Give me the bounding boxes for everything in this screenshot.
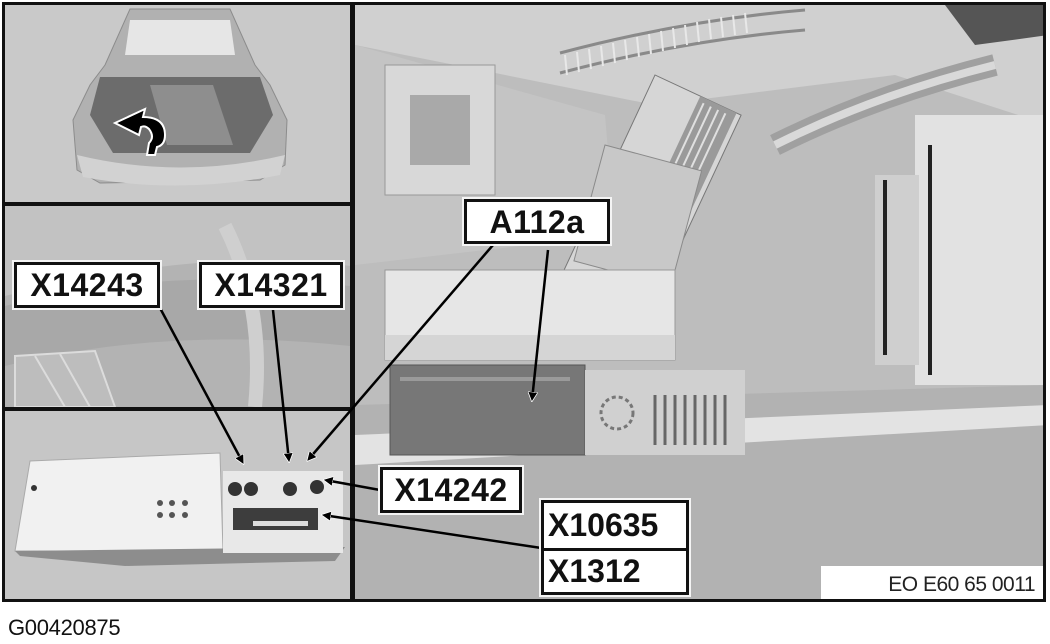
connector-x14242 — [310, 480, 324, 494]
connector-x14321 — [283, 482, 297, 496]
inset-control-unit-closeup — [5, 407, 350, 599]
inset-divider — [350, 5, 355, 599]
callout-x10635-x1312: X10635 X1312 — [541, 500, 689, 595]
callout-x14321: X14321 — [199, 262, 343, 308]
vehicle-rear-open-trunk-illustration — [5, 5, 350, 202]
callout-x14242: X14242 — [380, 467, 522, 513]
callout-x10635: X10635 — [548, 506, 659, 543]
figure-id: G00420875 — [8, 615, 121, 640]
callout-x14243: X14243 — [14, 262, 160, 308]
callout-x1312: X1312 — [544, 547, 686, 593]
control-unit-connectors-illustration — [5, 411, 350, 599]
callout-leader-lines — [158, 244, 550, 551]
rotate-arrow-icon — [112, 107, 167, 156]
callout-a112a: A112a — [464, 199, 610, 244]
connector-x14243 — [228, 482, 258, 496]
reference-code: EO E60 65 0011 — [821, 566, 1043, 599]
inset-vehicle-rear-view — [5, 5, 350, 206]
